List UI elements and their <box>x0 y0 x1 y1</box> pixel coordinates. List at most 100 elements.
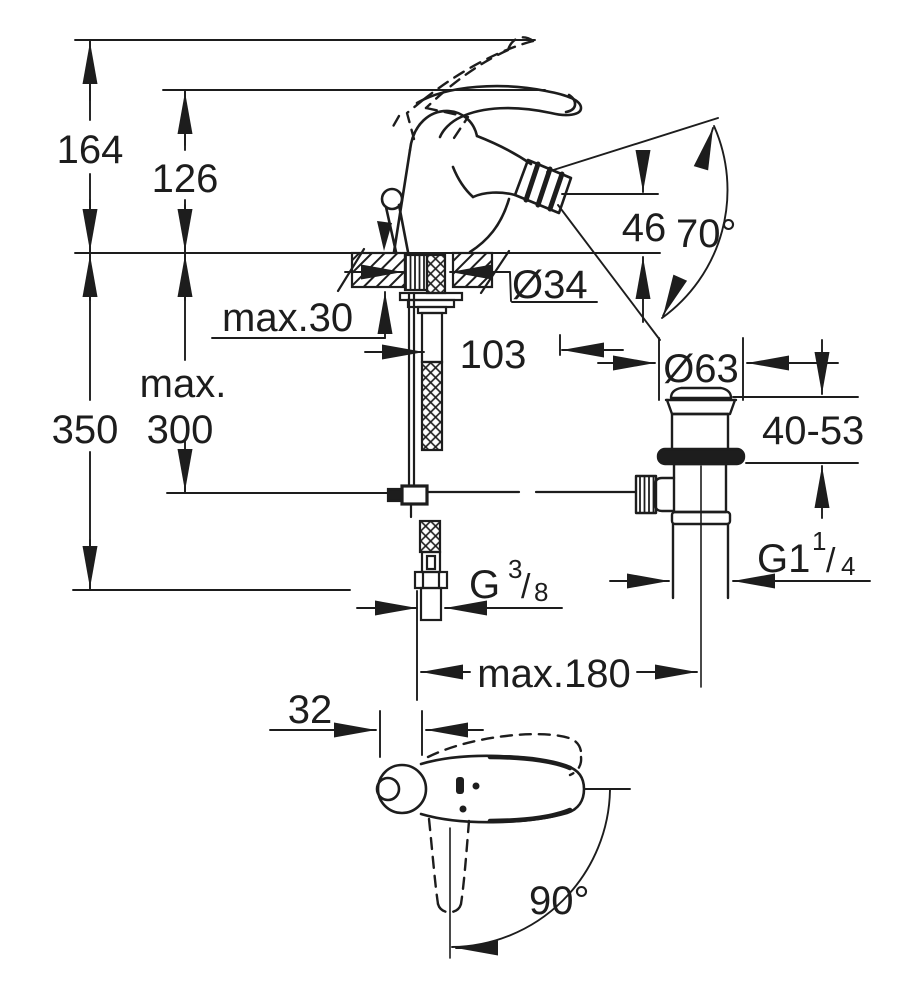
shank-body <box>403 253 429 292</box>
g38-sub: 8 <box>534 577 548 607</box>
waste-rod-port <box>653 476 676 513</box>
arrow-70-bottom <box>662 274 688 317</box>
pop-up-rod <box>386 291 638 519</box>
aerator-band-3 <box>547 171 565 212</box>
pop-up-knob <box>377 187 410 254</box>
dia34-leader-underline <box>509 272 598 303</box>
dim-line-70deg <box>546 117 729 341</box>
pop-up-knob-motion-arrow-icon <box>377 221 392 251</box>
ext-dia63 <box>658 337 744 401</box>
dimension-lines <box>72 39 871 959</box>
raised-handle-base-left <box>405 98 425 141</box>
pop-up-knob-head <box>380 187 404 211</box>
dim-waste-diameter-63: Ø63 <box>663 347 739 391</box>
handle-plan-swung-positions <box>426 732 583 914</box>
waste-seal-flange <box>656 447 746 466</box>
hose-braided-lower <box>418 519 442 554</box>
pop-up-waste-assembly <box>634 386 746 688</box>
dim-deck-thickness-max30: max.30 <box>222 296 353 340</box>
deck-break-tick-left <box>336 247 366 293</box>
dim-handle-swing-90: 90° <box>529 879 590 923</box>
dim-height-164: 164 <box>57 128 124 172</box>
pop-up-knob-stem-right <box>397 203 410 254</box>
angle-70-line <box>546 117 719 173</box>
handle-swung-down-end <box>436 902 463 914</box>
handle-plan-edge-bottom <box>487 807 573 824</box>
threaded-shank <box>403 253 447 295</box>
g38-slash: / <box>521 568 531 606</box>
dim-line-90deg <box>449 788 631 959</box>
plan-view <box>375 732 586 914</box>
hose-fitting-inner <box>425 554 437 571</box>
spout-top-edge <box>475 134 533 166</box>
handle-plan-edge-top <box>487 754 573 771</box>
angle-90-arc <box>451 789 611 948</box>
spout-bottom-edge <box>471 191 517 199</box>
shank-thread <box>425 253 447 295</box>
waste-lower-body <box>672 462 728 514</box>
g114-sup: 1 <box>812 526 826 556</box>
handle-marking-dot-2 <box>459 805 467 813</box>
mounting-deck-section <box>336 247 511 315</box>
handle-boss-circle <box>376 763 428 815</box>
raised-handle-base-dash <box>389 114 401 132</box>
rod-clamp-screw <box>386 487 404 503</box>
dim-spout-reach-103: 103 <box>460 333 527 377</box>
ext-32 <box>379 710 423 758</box>
rod-vertical <box>407 291 416 488</box>
waste-knurled-knob <box>634 474 658 515</box>
supply-and-rod <box>386 291 638 622</box>
dim-center-distance-max180: max.180 <box>477 652 630 696</box>
body-right-edge <box>468 197 511 254</box>
handle-grip-end <box>564 93 577 114</box>
dim-spout-height-46: 46 <box>622 206 667 250</box>
handle-marking-bar <box>456 777 464 794</box>
dimension-labels: 164 126 350 max. 300 max.30 Ø34 103 46 7… <box>52 128 865 923</box>
dim-waste-range-40-53: 40-53 <box>762 409 864 453</box>
dim-waste-thread-g114: G1 1 / 4 <box>757 526 855 581</box>
dim-spout-angle-70: 70° <box>676 212 737 256</box>
raised-handle-inner <box>424 48 510 110</box>
waste-upper-body <box>670 412 730 452</box>
supply-hose <box>413 311 449 622</box>
handle-marking-dot-1 <box>472 782 480 790</box>
hose-nut <box>413 570 449 590</box>
handle-swung-up-outline <box>426 732 583 759</box>
leader-spout-to-waste <box>557 204 661 341</box>
aerator-band-2 <box>535 166 553 208</box>
g114-slash: / <box>826 542 836 580</box>
waste-tailpipe <box>671 522 730 600</box>
deck-hatch-right <box>451 251 494 289</box>
rod-clamp <box>400 484 429 506</box>
dim-line-32 <box>269 710 484 758</box>
handle-swung-down-right <box>459 819 471 906</box>
hose-nut-facets <box>421 570 441 590</box>
dim-line-max30 <box>211 291 393 339</box>
hose-plain-upper <box>420 311 444 364</box>
deck-hatch-left <box>350 251 407 289</box>
g38-base: G <box>469 563 500 607</box>
hose-braided-upper <box>420 360 444 452</box>
faucet-body <box>392 109 533 254</box>
g114-sub: 4 <box>841 551 855 581</box>
dim-handle-offset-32: 32 <box>288 688 333 732</box>
dim-supply-thread-g38: G 3 / 8 <box>469 554 548 607</box>
handle-swung-up-end <box>568 755 583 777</box>
dim-line-40-53 <box>732 339 859 519</box>
g38-sup: 3 <box>508 554 522 584</box>
dim-height-126: 126 <box>152 157 219 201</box>
dim-line-max180 <box>416 590 698 701</box>
dim-line-103 <box>364 334 624 360</box>
waste-plug-cap <box>669 386 733 400</box>
aerator-outline <box>513 158 573 215</box>
dim-max300-word: max. <box>140 362 227 406</box>
faucet-handle-solid <box>415 84 583 139</box>
dim-hole-diameter-34: Ø34 <box>512 263 588 307</box>
handle-outline <box>415 84 583 139</box>
dim-depth-350: 350 <box>52 408 119 452</box>
g114-base: G1 <box>757 537 810 581</box>
pop-up-knob-stem-left <box>384 205 398 254</box>
raised-handle-outer <box>421 39 535 102</box>
